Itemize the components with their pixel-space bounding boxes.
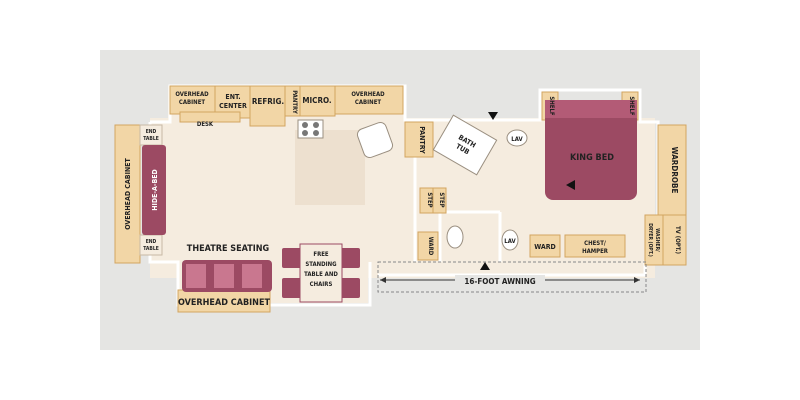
- kitchen-appliances: [297, 119, 394, 159]
- ward-right-cabinet: [529, 234, 561, 258]
- label-tv-opt: TV (OPT.): [674, 226, 681, 254]
- bathroom-fixtures: [432, 114, 528, 251]
- toilet-icon: [446, 225, 464, 249]
- end-table-bottom: [139, 234, 163, 256]
- label-overhead-cabinet-top-right-1: OVERHEAD: [351, 91, 385, 98]
- label-chest-hamper-2: HAMPER: [582, 248, 609, 255]
- label-ent-center-2: CENTER: [219, 102, 247, 110]
- label-free-standing-4: CHAIRS: [310, 281, 333, 288]
- tv-opt-box: [662, 214, 687, 266]
- desk-counter: [179, 111, 241, 123]
- pantry-mid-cabinet: [404, 121, 434, 158]
- label-washer-dryer-1: WASHER/: [654, 228, 660, 252]
- label-ward-right: WARD: [534, 243, 556, 251]
- lav-top-icon: [506, 129, 528, 147]
- king-bed: [545, 100, 637, 200]
- chest-hamper-cabinet: [564, 234, 626, 258]
- overhead-cabinet-left: [114, 124, 141, 264]
- label-washer-dryer-2: DRYER (OPT.): [647, 223, 653, 257]
- label-king-bed: KING BED: [570, 153, 614, 163]
- end-table-top: [139, 124, 163, 146]
- arrow-left-icon: [566, 180, 575, 190]
- label-wardrobe: WARDROBE: [670, 147, 679, 194]
- label-overhead-cabinet-top-right-2: CABINET: [355, 99, 381, 106]
- label-shelf-right: SHELF: [628, 96, 635, 116]
- svg-text:ENT.CENTER: ENT.CENTER: [219, 93, 247, 110]
- free-standing-table: [299, 243, 343, 303]
- label-pantry-top: PANTRY: [291, 90, 298, 114]
- label-theatre-seating: THEATRE SEATING: [187, 244, 270, 254]
- label-free-standing-1: FREE: [313, 251, 329, 258]
- table-chair-4: [340, 278, 360, 298]
- table-chair-1: [282, 248, 302, 268]
- arrow-up-icon: [480, 262, 490, 270]
- label-end-table-bottom-1: END: [146, 239, 157, 245]
- label-shelf-left: SHELF: [548, 96, 555, 116]
- label-micro: MICRO.: [302, 96, 331, 105]
- label-lav-bottom: LAV: [504, 238, 516, 245]
- label-chest-hamper-1: CHEST/: [584, 240, 606, 247]
- label-ent-center-1: ENT.: [225, 93, 240, 101]
- awning-indicator: [377, 261, 647, 293]
- wardrobe-cabinet: [657, 124, 687, 216]
- label-end-table-top-1: END: [146, 129, 157, 135]
- sink-icon: [356, 121, 394, 159]
- label-step-2: STEP: [438, 192, 445, 207]
- cabinets: [114, 85, 687, 313]
- label-overhead-cabinet-top-left-1: OVERHEAD: [175, 91, 209, 98]
- refrig-cabinet: [249, 85, 286, 127]
- label-step-1: STEP: [426, 192, 433, 207]
- label-pantry-mid: PANTRY: [418, 126, 426, 154]
- table-chair-3: [340, 248, 360, 268]
- label-ward-left: WARD: [427, 237, 434, 256]
- bath-tub-icon: [432, 114, 498, 176]
- label-end-table-bottom-2: TABLE: [143, 246, 159, 252]
- micro-cabinet: [299, 85, 336, 117]
- label-end-table-top-2: TABLE: [143, 136, 159, 142]
- label-awning: 16-FOOT AWNING: [464, 277, 535, 286]
- lav-bottom-icon: [501, 229, 519, 251]
- hide-a-bed-sofa: [142, 145, 166, 235]
- table-chair-2: [282, 278, 302, 298]
- label-lav-top: LAV: [511, 136, 523, 143]
- svg-text:WASHER/DRYER (OPT.): WASHER/DRYER (OPT.): [647, 223, 660, 257]
- entry-arrows: [480, 112, 575, 270]
- label-free-standing-3: TABLE AND: [304, 271, 338, 278]
- svg-text:CHEST/HAMPER: CHEST/HAMPER: [582, 240, 609, 255]
- label-free-standing-2: STANDING: [305, 261, 337, 268]
- label-overhead-cabinet-top-left-2: CABINET: [179, 99, 205, 106]
- label-desk: DESK: [197, 121, 214, 128]
- label-refrig: REFRIG.: [252, 97, 284, 106]
- label-hide-a-bed: HIDE-A-BED: [151, 169, 159, 211]
- arrow-down-icon: [488, 112, 498, 120]
- overhead-cabinet-top-right: [334, 85, 404, 115]
- ward-left-cabinet: [417, 231, 439, 261]
- label-overhead-cabinet-bottom: OVERHEAD CABINET: [178, 298, 270, 308]
- label-overhead-cabinet-left: OVERHEAD CABINET: [124, 158, 132, 230]
- stove-icon: [297, 119, 324, 139]
- step-2-box: [432, 187, 447, 214]
- furniture: [139, 100, 637, 303]
